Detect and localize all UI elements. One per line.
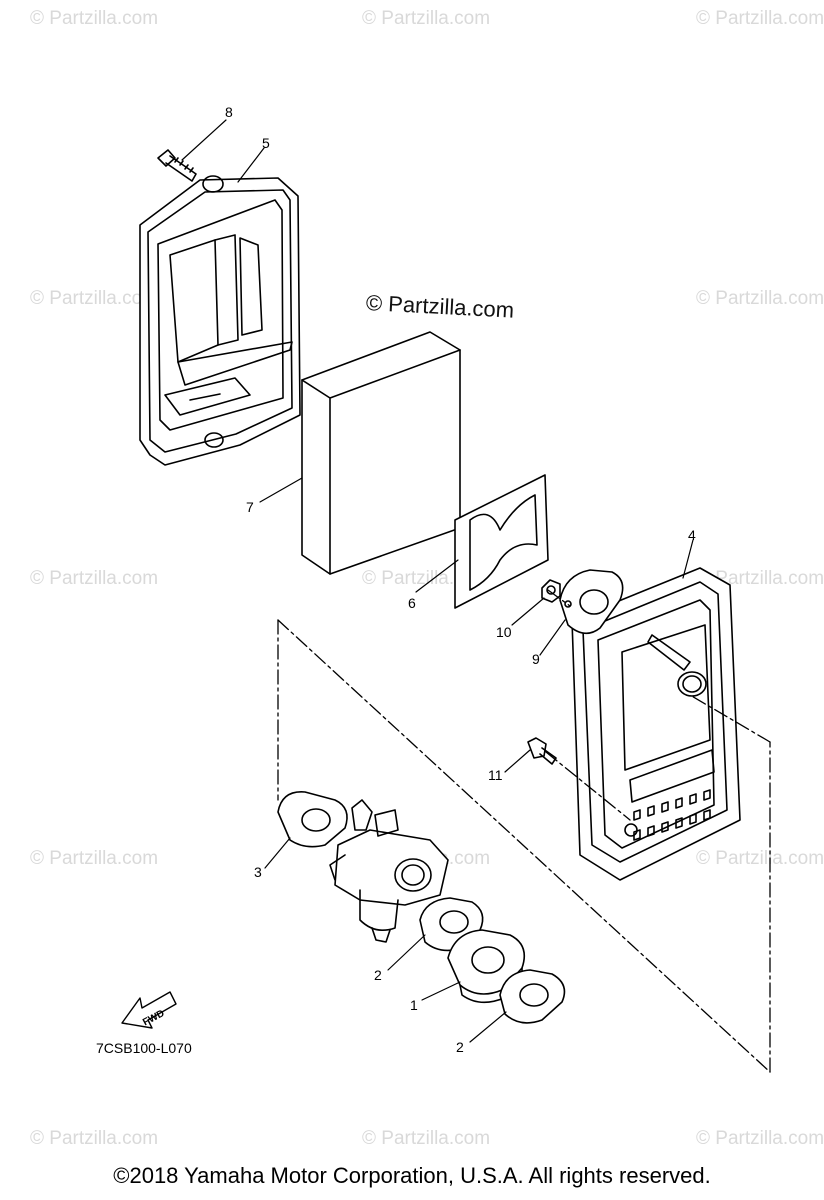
diagram-code: 7CSB100-L070 xyxy=(96,1040,192,1056)
watermark: © Partzilla.com xyxy=(30,848,159,869)
callout-10: 10 xyxy=(496,624,512,640)
callout-4: 4 xyxy=(688,527,696,543)
fwd-arrow-icon xyxy=(121,991,177,1029)
callout-3: 3 xyxy=(254,864,262,880)
callout-8: 8 xyxy=(225,104,233,120)
callout-5: 5 xyxy=(262,135,270,151)
air-cleaner-case-part-4 xyxy=(571,567,741,881)
callout-9: 9 xyxy=(532,651,540,667)
gasket-part-9 xyxy=(559,569,624,635)
callout-2-upper: 2 xyxy=(374,967,382,983)
watermark: © Partzilla.com xyxy=(696,1128,824,1149)
watermark: © Partzilla.com xyxy=(362,8,491,29)
callout-7: 7 xyxy=(246,499,254,515)
watermark: © Partzilla.com xyxy=(30,8,159,29)
assembly-lines xyxy=(277,589,771,1073)
screw-part-8 xyxy=(157,149,197,182)
callout-6: 6 xyxy=(408,595,416,611)
watermark: © Partzilla.com xyxy=(696,848,824,869)
leader-lines xyxy=(181,119,694,1043)
gasket-part-2-lower xyxy=(499,969,566,1024)
watermark: © Partzilla.com xyxy=(30,288,159,309)
callout-1: 1 xyxy=(410,997,418,1013)
watermark: © Partzilla.com xyxy=(30,1128,159,1149)
watermark: © Partzilla.com xyxy=(362,1128,491,1149)
watermark: © Partzilla.com xyxy=(696,8,824,29)
bolt-part-11 xyxy=(527,737,557,765)
copyright-footer: ©2018 Yamaha Motor Corporation, U.S.A. A… xyxy=(113,1163,711,1188)
filter-element-part-7 xyxy=(301,331,461,575)
air-cleaner-cover-part-5 xyxy=(139,175,301,466)
screen-part-6 xyxy=(454,474,549,609)
gasket-part-3 xyxy=(277,791,348,848)
nut-part-10 xyxy=(541,579,561,603)
callout-2-lower: 2 xyxy=(456,1039,464,1055)
watermark: © Partzilla.com xyxy=(30,568,159,589)
carburetor xyxy=(329,799,449,943)
watermark: © Partzilla.com xyxy=(696,288,824,309)
callout-11: 11 xyxy=(488,767,503,783)
